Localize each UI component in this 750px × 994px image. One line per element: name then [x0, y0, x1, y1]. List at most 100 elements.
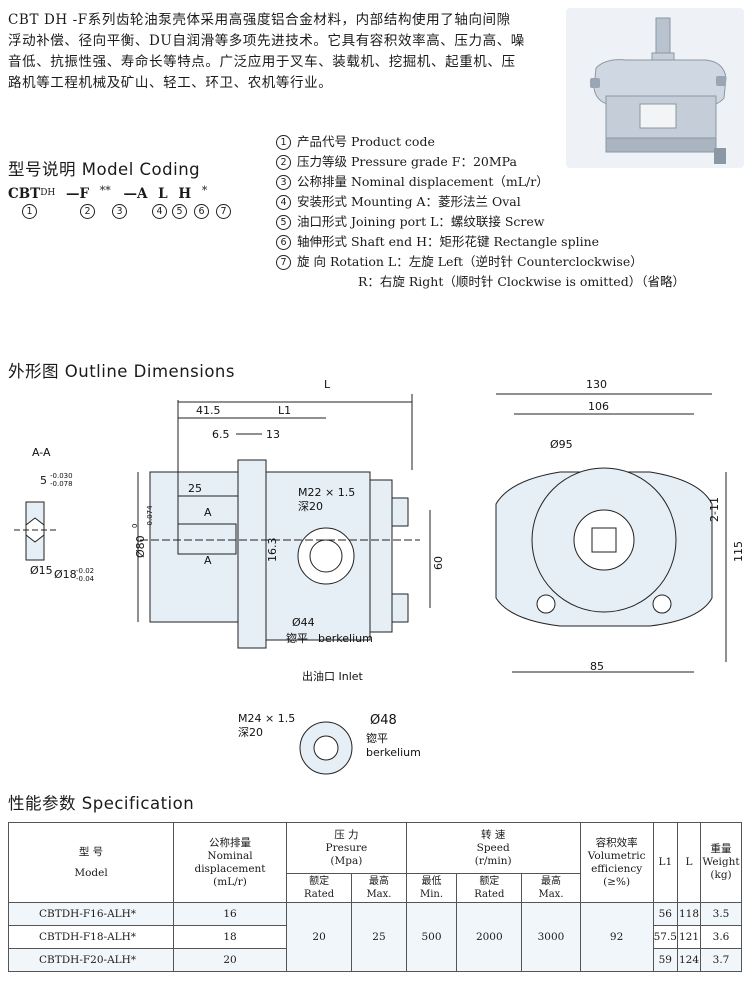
header-weight: 重量 Weight (kg)	[700, 822, 742, 903]
header-srated-en: Rated	[474, 889, 505, 900]
header-smax-cn: 最高	[541, 876, 561, 887]
outlet-label: 出油口 Inlet	[302, 669, 364, 683]
dim-m22: M22 × 1.5	[298, 486, 355, 499]
dim-phi18: Ø18	[54, 568, 77, 581]
cell-l: 121	[677, 925, 701, 949]
header-displacement: 公称排量 Nominal displacement (mL/r)	[173, 822, 287, 903]
cell-rated-pressure: 20	[285, 902, 353, 972]
dim-60: 60	[432, 556, 445, 570]
dim-berkelium-cn-2: 锪平	[366, 732, 388, 745]
header-speed-unit: (r/min)	[474, 854, 512, 867]
outline-drawing: A-A 5 -0.030 -0.078 Ø15 Ø18 -0.02 -0.04 …	[14, 380, 745, 775]
dim-5: 5	[40, 474, 47, 487]
dim-berkelium-2: berkelium	[366, 746, 421, 759]
legend-item: 6 轴伸形式 Shaft end H：矩形花键 Rectangle spline	[276, 232, 685, 252]
dim-phi80: Ø80	[134, 535, 147, 558]
legend-num: 3	[276, 175, 291, 190]
dim-phi80-tol-up: 0	[131, 524, 139, 528]
dim-25: 25	[188, 482, 202, 495]
header-max-en: Max.	[366, 889, 392, 900]
dim-phi18-tol-up: -0.02	[76, 567, 94, 575]
legend-text: 产品代号 Product code	[297, 134, 435, 149]
dim-16-3: 16.3	[266, 538, 279, 563]
header-speed: 转 速 Speed (r/min)	[405, 822, 581, 874]
header-min-en: Min.	[419, 889, 444, 900]
header-srated-cn: 额定	[479, 876, 500, 887]
code-prefix: CBT	[8, 186, 41, 202]
dim-phi95: Ø95	[550, 438, 573, 451]
header-speed-cn: 转 速	[481, 828, 506, 841]
dim-5-tol-up: -0.030	[50, 472, 73, 480]
header-weight-unit: (kg)	[710, 869, 732, 881]
cell-l1: 59	[652, 948, 679, 972]
intro-line-1: CBT DH -F系列齿轮油泵壳体采用高强度铝合金材料，内部结构使用了轴向间隙	[8, 12, 511, 28]
header-rated-cn: 额定	[309, 876, 330, 887]
header-weight-en: Weight	[702, 856, 740, 868]
code-num-7: 7	[216, 204, 231, 219]
dim-phi18-tol-low: -0.04	[76, 575, 95, 583]
cell-min-speed: 500	[405, 902, 458, 972]
header-model-en: Model	[74, 866, 108, 879]
code-num-1: 1	[22, 204, 37, 219]
dim-41-5: 41.5	[196, 404, 221, 417]
model-code: CBTDH —F ** —A L H *	[8, 184, 213, 202]
header-rated-speed: 额定 Rated	[456, 873, 523, 903]
header-min-speed: 最低 Min.	[405, 873, 458, 903]
intro-line-4: 路机等工程机械及矿山、轻工、环卫、农机等行业。	[8, 75, 333, 91]
dim-5-tol-low: -0.078	[50, 480, 73, 488]
section-a-a-label: A-A	[32, 446, 51, 459]
legend-num: 5	[276, 215, 291, 230]
header-smax-en: Max.	[538, 889, 564, 900]
legend-extra: R：右旋 Right（顺时针 Clockwise is omitted）（省略）	[358, 274, 685, 289]
dim-13: 13	[266, 428, 280, 441]
spec-table: 型 号 Model 公称排量 Nominal displacement (mL/…	[8, 822, 742, 972]
legend-num: 6	[276, 235, 291, 250]
outline-title: 外形图 Outline Dimensions	[8, 362, 235, 381]
dim-phi48: Ø48	[370, 713, 397, 728]
cell-l: 124	[677, 948, 701, 972]
code-prefix-sub: DH	[40, 188, 56, 198]
dim-phi15: Ø15	[30, 564, 53, 577]
legend-text: 轴伸形式 Shaft end H：矩形花键 Rectangle spline	[297, 234, 600, 249]
cell-model: CBTDH-F16-ALH*	[8, 902, 174, 926]
header-model: 型 号 Model	[8, 822, 174, 903]
code-num-6: 6	[194, 204, 209, 219]
cell-efficiency: 92	[579, 902, 654, 972]
code-num-5: 5	[172, 204, 187, 219]
table-row: CBTDH-F18-ALH* 18 57.5 121 3.6	[8, 925, 742, 949]
header-eff-en1: Volumetric	[587, 849, 646, 862]
cell-model: CBTDH-F20-ALH*	[8, 948, 174, 972]
spec-title: 性能参数 Specification	[8, 794, 195, 813]
dim-m24: M24 × 1.5	[238, 712, 295, 725]
dim-130: 130	[586, 380, 607, 391]
table-row: CBTDH-F16-ALH* 16 20 25 500 2000 3000 92…	[8, 902, 742, 972]
header-disp-en1: Nominal	[207, 849, 253, 862]
header-disp-unit: (mL/r)	[213, 875, 247, 888]
dim-berkelium: berkelium	[318, 632, 373, 645]
header-eff-en2: efficiency	[591, 862, 643, 875]
code-part-7: *	[201, 184, 208, 197]
legend-num: 4	[276, 195, 291, 210]
header-pressure: 压 力 Presure (Mpa)	[286, 822, 407, 874]
dim-L: L	[324, 380, 331, 391]
cell-weight: 3.6	[700, 925, 742, 949]
code-num-2: 2	[80, 204, 95, 219]
dim-2-11: 2-11	[708, 497, 721, 522]
code-num-4: 4	[152, 204, 167, 219]
pump-photo	[566, 8, 744, 168]
header-press-en: Presure	[325, 841, 368, 854]
header-weight-cn: 重量	[710, 843, 732, 855]
cell-l1: 56	[652, 902, 679, 926]
header-min-cn: 最低	[421, 876, 442, 887]
intro-line-2: 浮动补偿、径向平衡、DU自润滑等多项先进技术。它具有容积效率高、压力高、噪	[8, 33, 525, 49]
section-mark-a-top: A	[204, 506, 212, 519]
header-press-cn: 压 力	[334, 828, 359, 841]
